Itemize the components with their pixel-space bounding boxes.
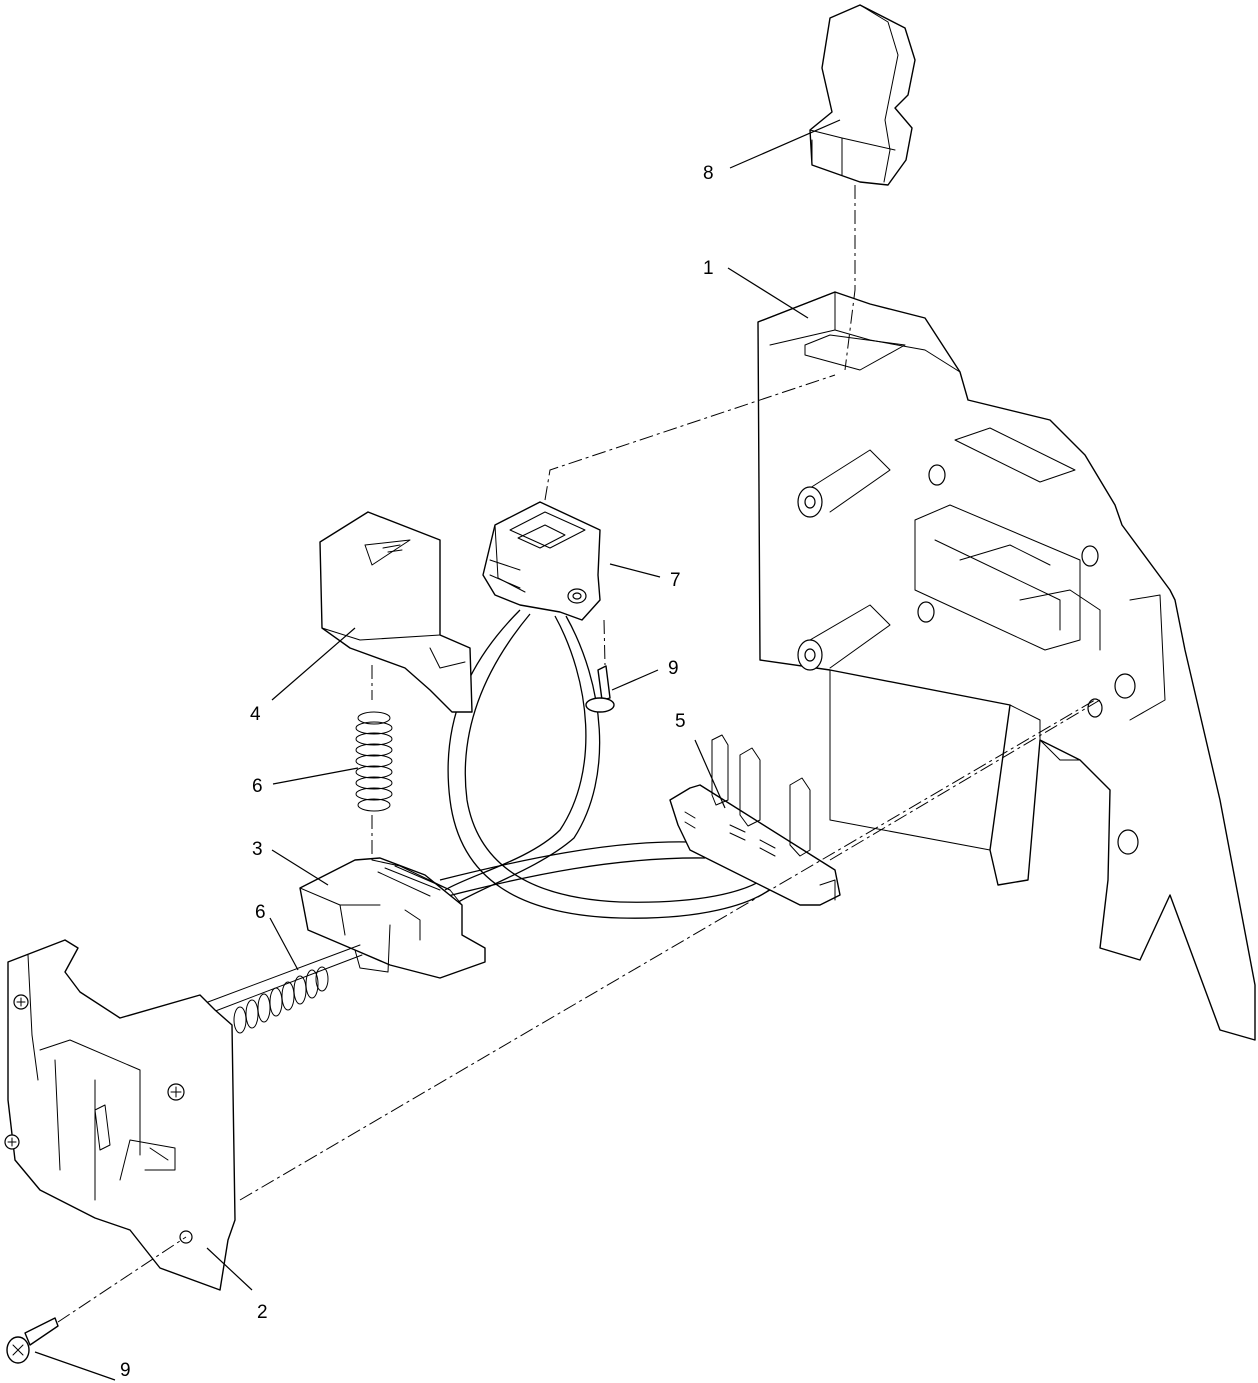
part-5-switch bbox=[669, 734, 841, 906]
callout-labels: 1 2 3 4 5 6 6 7 8 9 9 bbox=[120, 163, 714, 1381]
part-2-bracket bbox=[4, 939, 236, 1291]
part-6-spring-lower bbox=[233, 966, 329, 1034]
callout-7: 7 bbox=[670, 570, 681, 591]
wire-harness bbox=[439, 609, 773, 919]
part-4-button-cap bbox=[319, 511, 473, 713]
callout-5: 5 bbox=[675, 711, 686, 732]
callout-4: 4 bbox=[250, 704, 261, 725]
part-9-screw-lower bbox=[6, 1317, 59, 1364]
part-8-cap bbox=[809, 4, 916, 186]
part-9-screw-upper bbox=[585, 665, 615, 713]
callout-9-upper: 9 bbox=[668, 658, 679, 679]
callout-1: 1 bbox=[703, 258, 714, 279]
leader-lines bbox=[34, 119, 841, 1381]
callout-8: 8 bbox=[703, 163, 714, 184]
callout-2: 2 bbox=[257, 1302, 268, 1323]
assembly-centerlines bbox=[57, 185, 1101, 1323]
callout-6-lower: 6 bbox=[255, 902, 266, 923]
part-6-spring-upper bbox=[355, 711, 393, 812]
guide-rod bbox=[199, 944, 363, 1016]
callout-9-lower: 9 bbox=[120, 1360, 131, 1381]
callout-6-upper: 6 bbox=[252, 776, 263, 797]
part-3-slider bbox=[299, 857, 486, 979]
part-7-connector bbox=[482, 501, 601, 621]
part-1-frame bbox=[757, 291, 1256, 1041]
callout-3: 3 bbox=[252, 839, 263, 860]
